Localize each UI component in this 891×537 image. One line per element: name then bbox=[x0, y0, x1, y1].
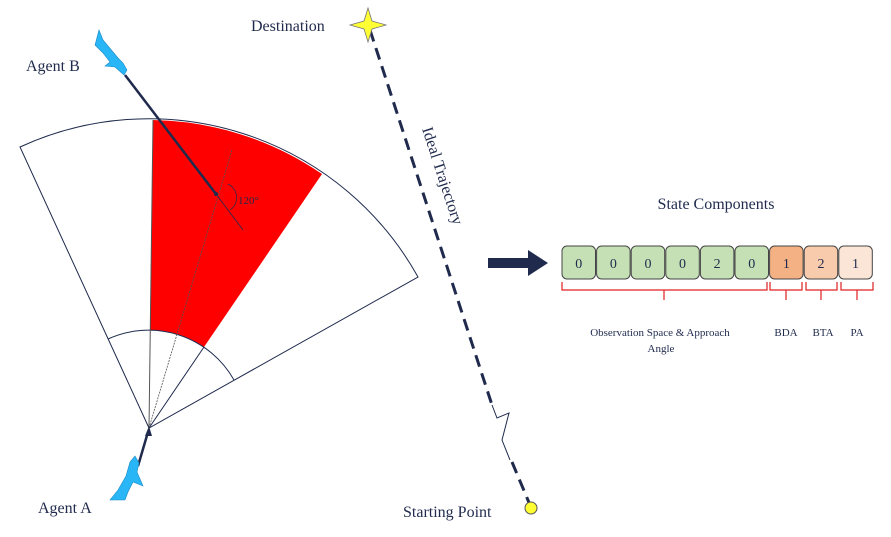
ideal-trajectory-label: Ideal Trajectory bbox=[418, 125, 466, 227]
state-cell bbox=[769, 245, 804, 280]
state-cell-value: 0 bbox=[575, 257, 582, 272]
state-cell-value: 0 bbox=[679, 257, 686, 272]
red-sector bbox=[150, 120, 322, 347]
inner-arc bbox=[107, 329, 235, 381]
state-cell-value: 2 bbox=[817, 257, 824, 272]
ideal-trajectory-lower bbox=[510, 461, 532, 506]
ray-red-left bbox=[148, 119, 154, 429]
group-observation-line1: Observation Space & Approach bbox=[590, 327, 730, 339]
agent-a-label: Agent A bbox=[38, 500, 92, 517]
state-cell bbox=[803, 245, 839, 280]
state-cell-value: 1 bbox=[852, 257, 859, 272]
brace-bda bbox=[769, 282, 803, 300]
starting-point-marker bbox=[524, 501, 538, 515]
group-observation-line2: Angle bbox=[648, 343, 675, 355]
starting-point-label: Starting Point bbox=[403, 504, 492, 521]
angle-arc bbox=[227, 183, 237, 211]
agent-a-icon bbox=[109, 455, 144, 501]
agent-a-heading bbox=[136, 431, 150, 467]
state-title: State Components bbox=[658, 196, 775, 213]
state-cell bbox=[699, 245, 735, 280]
group-bta: BTA bbox=[812, 327, 833, 339]
group-pa: PA bbox=[850, 327, 863, 339]
agent-a-arrowhead bbox=[145, 426, 152, 436]
state-cell bbox=[561, 245, 596, 280]
trajectory-break bbox=[491, 404, 511, 461]
state-cell bbox=[630, 245, 666, 280]
angle-label: 120° bbox=[238, 195, 259, 207]
brace-bta bbox=[805, 282, 838, 300]
destination-label: Destination bbox=[251, 18, 325, 35]
ray-red-right bbox=[148, 346, 205, 429]
agent-b-heading bbox=[124, 74, 217, 195]
group-bda: BDA bbox=[774, 327, 797, 339]
brace-pa bbox=[840, 282, 874, 300]
angle-line bbox=[215, 193, 244, 231]
state-cell-value: 0 bbox=[644, 257, 651, 272]
brace-observation bbox=[561, 282, 768, 300]
state-cell bbox=[734, 245, 769, 280]
state-cell bbox=[838, 245, 873, 280]
state-cell-value: 2 bbox=[714, 257, 721, 272]
agent-b-icon bbox=[94, 29, 128, 76]
right-arrow-icon bbox=[488, 250, 548, 276]
state-cell-value: 1 bbox=[783, 257, 790, 272]
braces bbox=[561, 282, 874, 300]
state-vector: 0 0 0 0 2 0 1 2 1 bbox=[561, 245, 873, 280]
agent-b-label: Agent B bbox=[26, 58, 80, 75]
state-cell-value: 0 bbox=[748, 257, 755, 272]
destination-star-icon bbox=[348, 6, 388, 44]
state-cell bbox=[596, 245, 631, 280]
state-cell-value: 0 bbox=[610, 257, 617, 272]
ideal-trajectory-upper bbox=[368, 29, 494, 406]
state-cell bbox=[665, 245, 700, 280]
